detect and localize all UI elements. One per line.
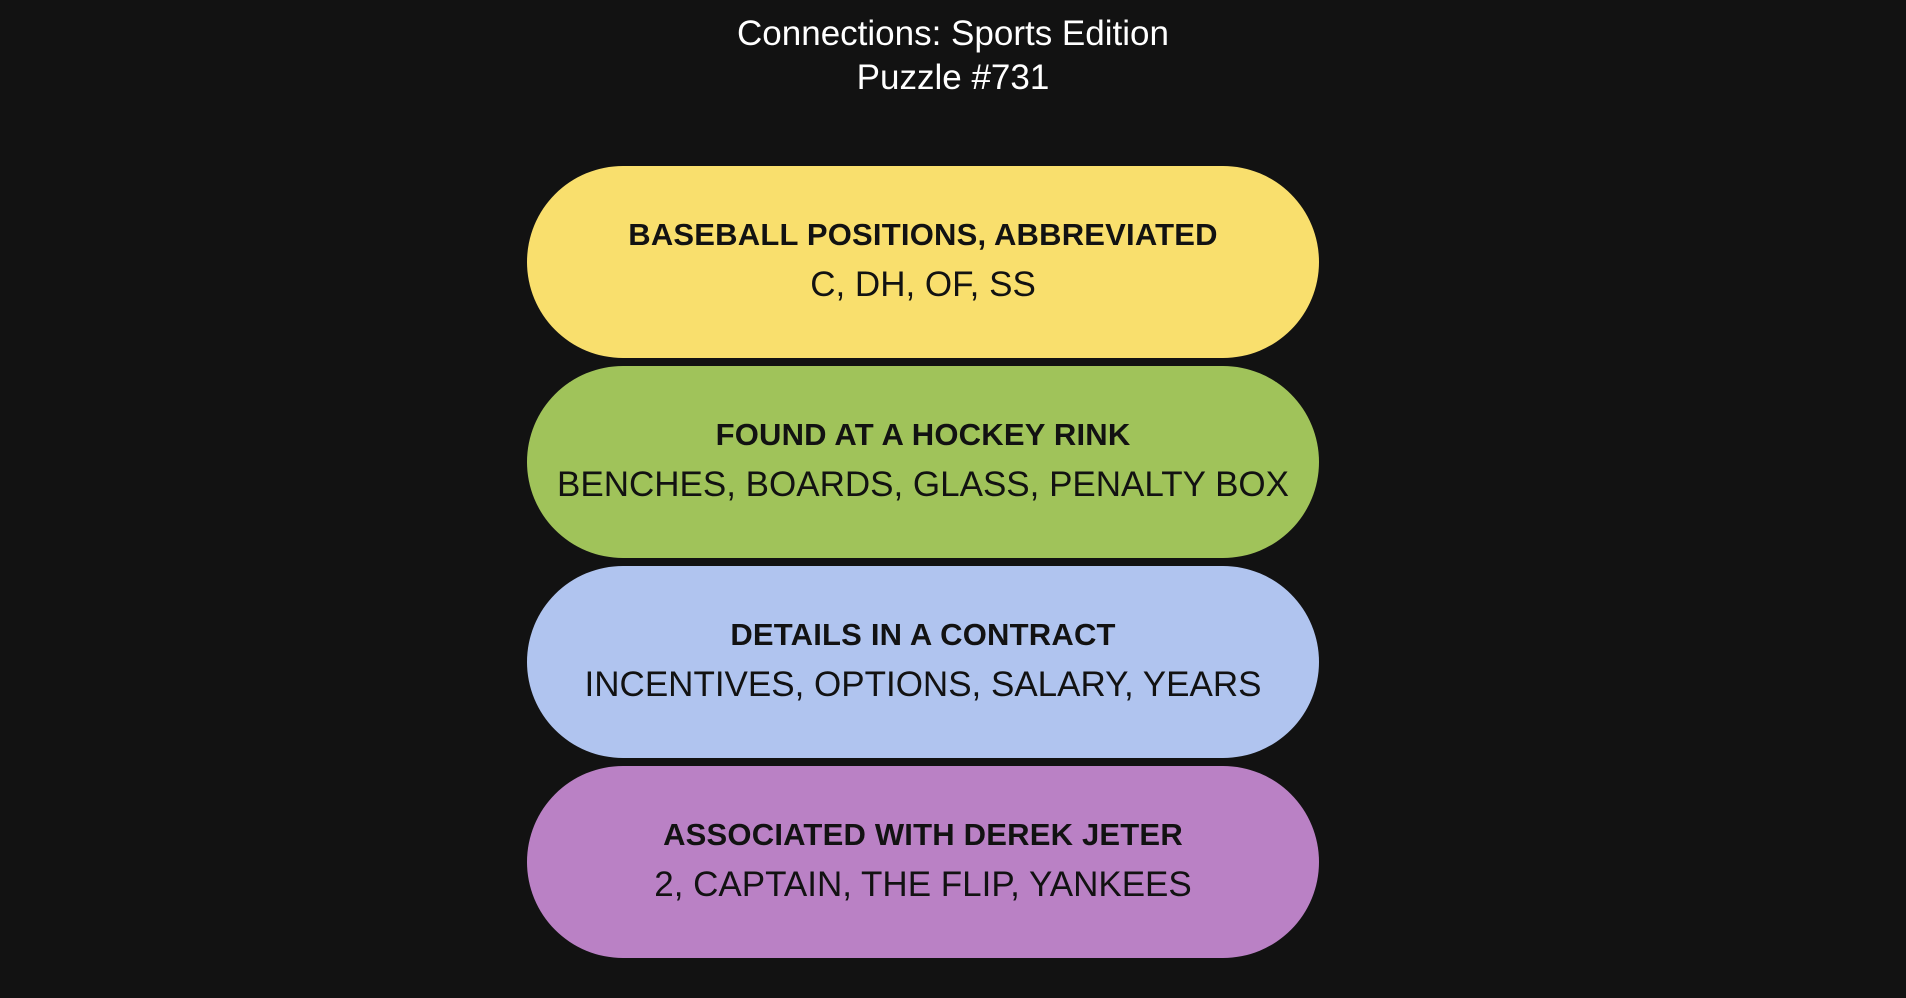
group-category: BASEBALL POSITIONS, ABBREVIATED xyxy=(628,217,1218,252)
solved-group-green: FOUND AT A HOCKEY RINK BENCHES, BOARDS, … xyxy=(527,366,1319,558)
puzzle-header: Connections: Sports Edition Puzzle #731 xyxy=(0,12,1906,100)
group-category: ASSOCIATED WITH DEREK JETER xyxy=(663,817,1183,852)
group-category: DETAILS IN A CONTRACT xyxy=(730,617,1116,652)
puzzle-number: Puzzle #731 xyxy=(856,58,1050,97)
solved-group-blue: DETAILS IN A CONTRACT INCENTIVES, OPTION… xyxy=(527,566,1319,758)
group-members: C, DH, OF, SS xyxy=(810,265,1036,304)
group-members: BENCHES, BOARDS, GLASS, PENALTY BOX xyxy=(557,465,1289,504)
group-category: FOUND AT A HOCKEY RINK xyxy=(715,417,1131,452)
solved-group-yellow: BASEBALL POSITIONS, ABBREVIATED C, DH, O… xyxy=(527,166,1319,358)
game-title: Connections: Sports Edition xyxy=(737,14,1169,53)
solved-groups: BASEBALL POSITIONS, ABBREVIATED C, DH, O… xyxy=(527,166,1319,966)
solved-group-purple: ASSOCIATED WITH DEREK JETER 2, CAPTAIN, … xyxy=(527,766,1319,958)
group-members: INCENTIVES, OPTIONS, SALARY, YEARS xyxy=(584,665,1262,704)
group-members: 2, CAPTAIN, THE FLIP, YANKEES xyxy=(654,865,1192,904)
